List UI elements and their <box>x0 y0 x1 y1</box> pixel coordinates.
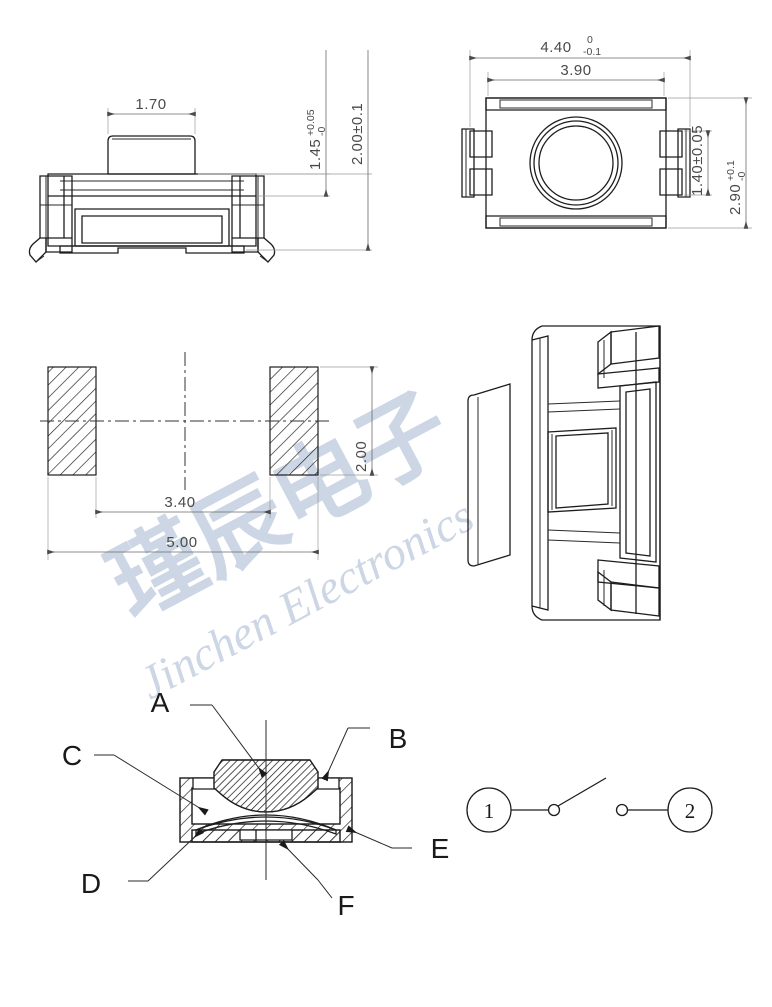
dim-label-2-00-height: 2.00±0.1 <box>349 103 366 165</box>
terminal-1-label: 1 <box>484 799 495 823</box>
switch-blade <box>557 777 607 807</box>
dim-2-90: 2.90 +0.1 -0 <box>668 97 752 229</box>
terminal-2-label: 2 <box>685 799 696 823</box>
dim-label-5-00: 5.00 <box>166 534 197 551</box>
dim-label-1-40: 1.40±0.05 <box>689 125 706 196</box>
isometric-view <box>467 325 661 621</box>
dim-tol-4-40-lower: -0.1 <box>583 46 601 58</box>
dim-label-2-90: 2.90 <box>727 184 744 215</box>
dim-label-2-00-pad: 2.00 <box>353 441 370 472</box>
callout-label-f: F <box>337 890 354 921</box>
dim-tol-2-90-lower: -0 <box>736 172 748 181</box>
dim-4-40: 4.40 0 -0.1 <box>469 34 691 127</box>
dim-label-3-40: 3.40 <box>164 494 195 511</box>
callout-label-c: C <box>62 740 82 771</box>
dim-1-70: 1.70 <box>107 96 196 134</box>
schematic-view: 1 2 <box>466 777 713 833</box>
dim-label-1-70: 1.70 <box>135 96 166 113</box>
terminal-2-circle <box>667 787 713 833</box>
dim-label-4-40: 4.40 <box>540 39 571 56</box>
dim-tol-2-90-upper: +0.1 <box>725 160 737 181</box>
dim-tol-1-45-upper: +0.05 <box>305 109 317 136</box>
side-view: 1.70 1.45 +0.05 -0 2.00±0.1 <box>28 50 372 263</box>
dim-label-3-90: 3.90 <box>560 62 591 79</box>
callout-label-a: A <box>151 687 170 718</box>
dim-3-90: 3.90 <box>487 62 665 96</box>
callout-label-b: B <box>389 723 408 754</box>
callout-label-d: D <box>81 868 101 899</box>
top-view: 4.40 0 -0.1 3.90 1.40±0.05 <box>461 34 752 229</box>
dim-1-45: 1.45 +0.05 -0 <box>198 50 330 197</box>
dim-2-00-pad: 2.00 <box>320 366 378 476</box>
dim-tol-4-40-upper: 0 <box>587 34 593 46</box>
dim-label-1-45: 1.45 <box>307 139 324 170</box>
dim-1-40: 1.40±0.05 <box>684 125 712 196</box>
cross-section-view: A B C D E F <box>62 687 449 921</box>
dim-2-00-height: 2.00±0.1 <box>198 50 372 251</box>
callout-leaders <box>94 704 412 899</box>
callout-label-e: E <box>431 833 450 864</box>
pcb-footprint-view: 2.00 3.40 5.00 <box>40 352 378 560</box>
dim-5-00: 5.00 <box>47 477 319 560</box>
dim-3-40: 3.40 <box>95 477 271 518</box>
switch-contact-node <box>615 803 629 817</box>
switch-pivot-node <box>547 803 561 817</box>
dim-tol-1-45-lower: -0 <box>316 127 328 136</box>
